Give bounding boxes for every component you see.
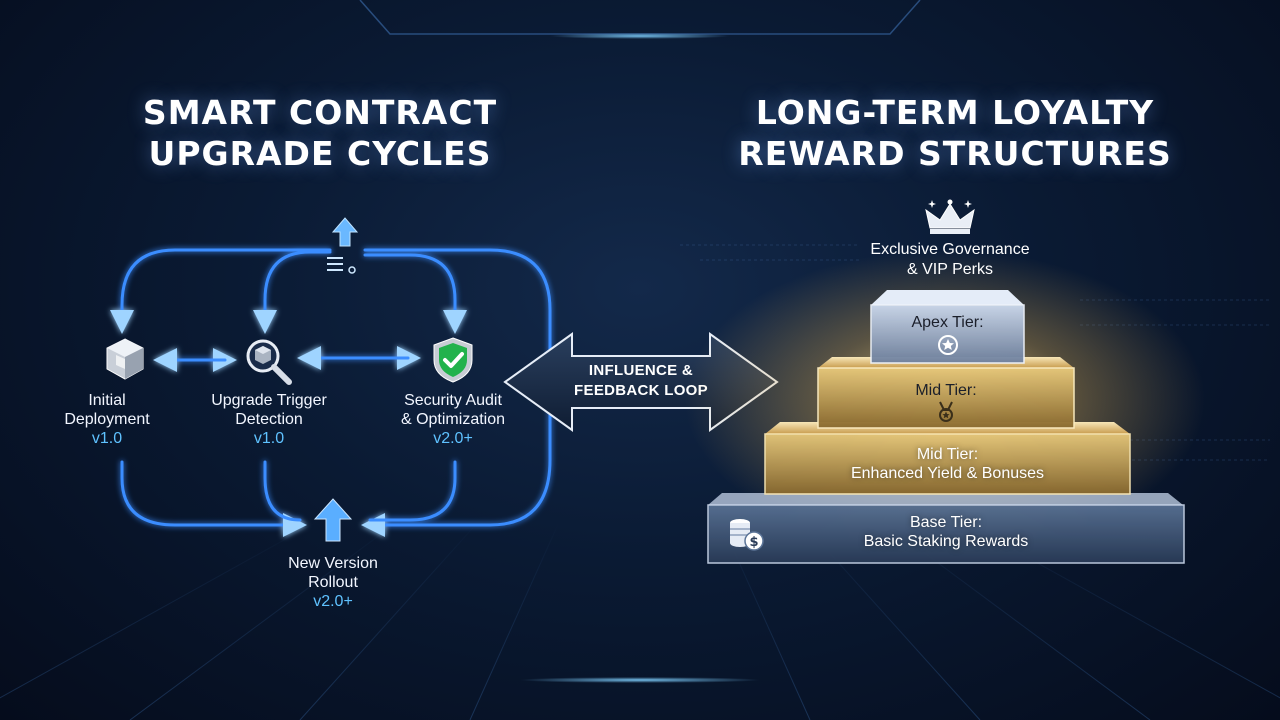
tier-base-line1: Base Tier: (909, 514, 983, 531)
node-label-line1: Initial (88, 392, 126, 409)
influence-label-line1: INFLUENCE & (588, 362, 694, 379)
node-initial-deployment: Initial Deployment v1.0 (52, 391, 162, 448)
tier-mid-upper-label: Mid Tier: (818, 381, 1074, 400)
node-label-line2: Deployment (64, 411, 150, 428)
node-version: v1.0 (91, 430, 123, 447)
cube-icon (106, 338, 144, 380)
crown-icon (925, 199, 975, 234)
node-label-line1: Security Audit (404, 392, 502, 409)
node-version: v2.0+ (313, 593, 353, 610)
node-label-line1: Upgrade Trigger (211, 392, 327, 409)
right-title-line1: LONG-TERM LOYALTY (755, 93, 1155, 132)
tier-mid-lower-label: Mid Tier: Enhanced Yield & Bonuses (765, 445, 1130, 483)
ribbon-medal-icon (939, 401, 953, 422)
top-perks-line2: & VIP Perks (907, 261, 993, 278)
node-label-line1: New Version (288, 555, 378, 572)
top-up-arrow-icon (327, 217, 359, 274)
tier-mid-upper-line1: Mid Tier: (915, 382, 977, 399)
left-title: SMART CONTRACT UPGRADE CYCLES (100, 92, 540, 174)
tier-apex-label: Apex Tier: (871, 313, 1024, 332)
shield-check-icon (433, 337, 473, 383)
tier-base-block (707, 493, 1185, 564)
up-arrow-icon (313, 498, 353, 542)
node-label-line2: Detection (235, 411, 303, 428)
right-title-line2: REWARD STRUCTURES (738, 134, 1172, 173)
tier-apex-line1: Apex Tier: (911, 314, 984, 331)
node-version: v2.0+ (433, 430, 473, 447)
svg-text:$: $ (749, 535, 758, 550)
top-perks-line1: Exclusive Governance (870, 241, 1030, 258)
tier-mid-upper-block (817, 357, 1075, 429)
tier-mid-lower-line2: Enhanced Yield & Bonuses (850, 465, 1045, 482)
influence-label: INFLUENCE & FEEDBACK LOOP (556, 361, 726, 401)
influence-label-line2: FEEDBACK LOOP (574, 382, 708, 399)
tier-base-label: Base Tier: Basic Staking Rewards (708, 513, 1184, 551)
node-version: v1.0 (253, 430, 285, 447)
right-title: LONG-TERM LOYALTY REWARD STRUCTURES (700, 92, 1210, 174)
top-perks-label: Exclusive Governance & VIP Perks (830, 240, 1070, 280)
tier-mid-lower-line1: Mid Tier: (916, 446, 979, 463)
node-security-audit: Security Audit & Optimization v2.0+ (380, 391, 526, 448)
tier-base-line2: Basic Staking Rewards (863, 533, 1029, 550)
coins-icon: $ (730, 519, 764, 551)
node-label-line2: Rollout (308, 574, 358, 591)
node-label-line2: & Optimization (400, 411, 506, 428)
node-new-version: New Version Rollout v2.0+ (268, 554, 398, 611)
node-upgrade-trigger: Upgrade Trigger Detection v1.0 (194, 391, 344, 448)
medal-icon (938, 335, 958, 355)
magnifier-icon (246, 339, 292, 385)
left-title-line1: SMART CONTRACT (142, 93, 498, 132)
left-title-line2: UPGRADE CYCLES (148, 134, 492, 173)
